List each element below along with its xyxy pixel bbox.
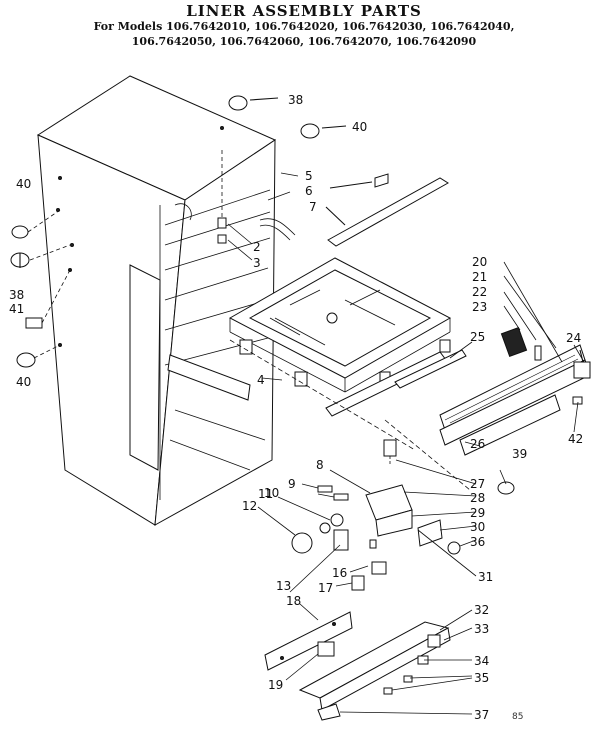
callout-label: 6 (305, 184, 313, 198)
callout-label: 17 (318, 581, 333, 595)
callout-label: 4 (257, 373, 265, 387)
diagram-title: LINER ASSEMBLY PARTS (186, 2, 422, 20)
callout-label: 12 (242, 499, 257, 513)
callout-label: 39 (512, 447, 527, 461)
callout-label: 34 (474, 654, 489, 668)
lower-rails (325, 349, 467, 417)
callout-label: 8 (316, 458, 324, 472)
callout-label: 21 (472, 270, 487, 284)
callout-label: 22 (472, 285, 487, 299)
callout-label: 41 (9, 302, 24, 316)
callout-label: 7 (309, 200, 317, 214)
callout-label: 36 (470, 535, 485, 549)
screws-and-wiring (174, 150, 296, 244)
callout-label: 38 (288, 93, 303, 107)
callout-label: 40 (16, 375, 31, 389)
left-side-parts (10, 209, 71, 368)
callout-label: 19 (268, 678, 283, 692)
callout-label: 9 (288, 477, 296, 491)
top-knobs (228, 95, 347, 139)
callout-label: 29 (470, 506, 485, 520)
callout-label: 5 (305, 169, 313, 183)
callout-label: 28 (470, 491, 485, 505)
callout-label: 33 (474, 622, 489, 636)
callout-label: 40 (16, 177, 31, 191)
callout-label: 25 (470, 330, 485, 344)
callout-label: 40 (352, 120, 367, 134)
cabinet-liner (36, 75, 277, 526)
control-housing (229, 339, 515, 591)
footer-code: 85 (512, 712, 523, 722)
shelf-tray (228, 257, 452, 393)
callout-label: 24 (566, 331, 581, 345)
callout-label: 42 (568, 432, 583, 446)
top-rail (325, 173, 449, 247)
callout-label: 20 (472, 255, 487, 269)
callout-label: 35 (474, 671, 489, 685)
callout-label: 27 (470, 477, 485, 491)
callout-labels: 38 40 5 6 7 2 3 40 38 41 40 4 20 21 22 2… (9, 93, 583, 722)
callout-label: 32 (474, 603, 489, 617)
control-panel-strip (439, 327, 591, 456)
callout-label: 10 (264, 486, 279, 500)
callout-label: 38 (9, 288, 24, 302)
callout-label: 23 (472, 300, 487, 314)
callout-label: 13 (276, 579, 291, 593)
callout-label: 16 (332, 566, 347, 580)
callout-label: 2 (253, 240, 261, 254)
light-housing (298, 621, 451, 721)
callout-label: 18 (286, 594, 301, 608)
callout-label: 37 (474, 708, 489, 722)
light-shield (264, 611, 353, 671)
leader-lines (227, 172, 585, 715)
models-line-1: For Models 106.7642010, 106.7642020, 106… (93, 20, 515, 33)
models-line-2: 106.7642050, 106.7642060, 106.7642070, 1… (131, 35, 477, 48)
callout-label: 30 (470, 520, 485, 534)
callout-label: 31 (478, 570, 493, 584)
callout-label: 3 (253, 256, 261, 270)
callout-label: 26 (470, 437, 485, 451)
callout-label: 11 (258, 487, 273, 501)
